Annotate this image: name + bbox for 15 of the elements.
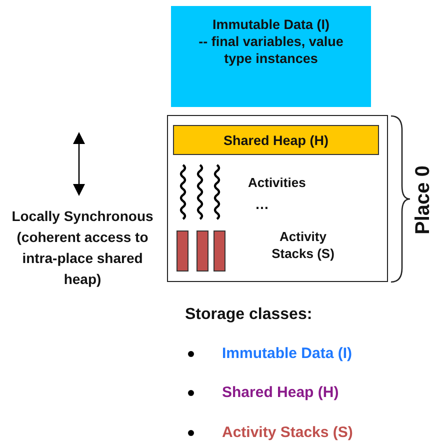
shared-heap-bar: [173, 125, 379, 155]
storage-classes-heading: Storage classes:: [185, 306, 314, 323]
box-text: -- final variables, value type instances: [198, 33, 344, 67]
activity-stacks-label: Activity Stacks (S): [270, 228, 336, 262]
immutable-data-box: [171, 6, 371, 107]
box-heading: Immutable Data (I): [212, 16, 330, 33]
storage-class-item: Shared Heap (H): [222, 384, 340, 401]
activities-label: Activities: [248, 174, 307, 191]
storage-class-item: Immutable Data (I): [222, 345, 354, 362]
storage-class-item: Activity Stacks (S): [222, 424, 354, 441]
place-box: [167, 115, 388, 282]
synchrony-note: Locally Synchronous (coherent access to intra-place shared heap): [10, 207, 154, 289]
place-label: Place 0: [411, 164, 435, 236]
ellipsis: …: [255, 196, 270, 213]
box-heading: Shared Heap (H): [223, 132, 329, 148]
